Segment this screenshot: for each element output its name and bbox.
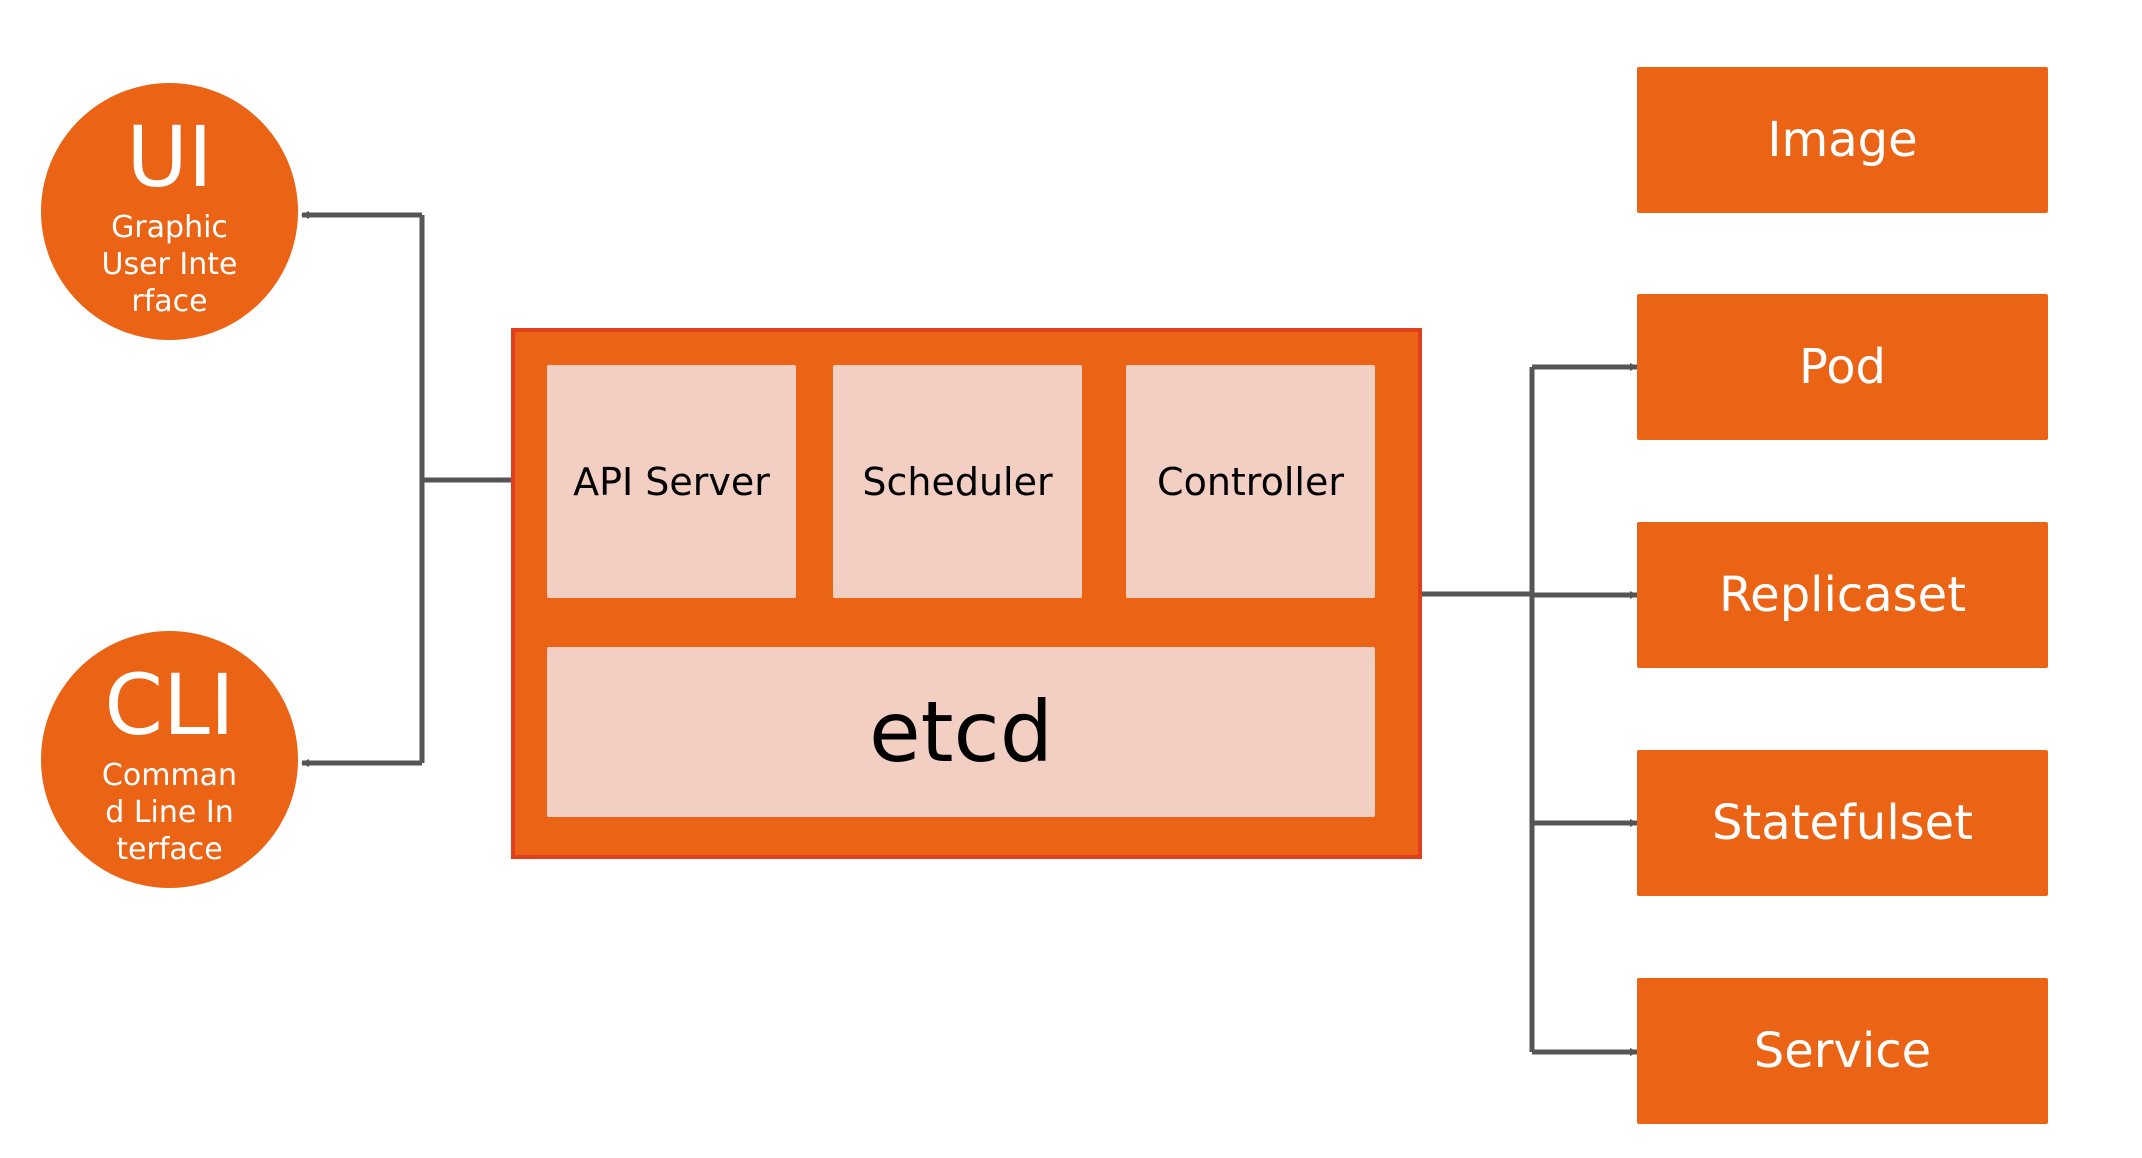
cli-abbreviation: CLI xyxy=(104,656,235,754)
master-node-box: API Server Scheduler Controller etcd xyxy=(511,328,1422,859)
ui-client-circle: UI Graphic User Interface xyxy=(41,83,298,340)
ui-abbreviation: UI xyxy=(126,108,213,206)
resource-image: Image xyxy=(1637,67,2048,213)
controller-box: Controller xyxy=(1126,365,1375,598)
cli-client-circle: CLI Command Line Interface xyxy=(41,631,298,888)
etcd-box: etcd xyxy=(547,647,1375,817)
ui-full-name: Graphic User Interface xyxy=(101,210,238,319)
resource-pod: Pod xyxy=(1637,294,2048,440)
resource-replicaset: Replicaset xyxy=(1637,522,2048,668)
cli-full-name: Command Line Interface xyxy=(101,758,238,867)
api-server-box: API Server xyxy=(547,365,796,598)
resource-service: Service xyxy=(1637,978,2048,1124)
scheduler-box: Scheduler xyxy=(833,365,1082,598)
resource-statefulset: Statefulset xyxy=(1637,750,2048,896)
